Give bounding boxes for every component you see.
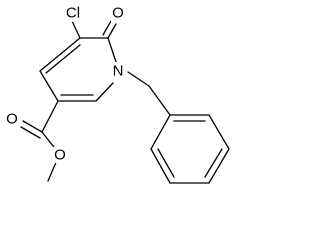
bond-n1-ch2: [127, 71, 150, 87]
bond-ph-5-double: [157, 148, 175, 178]
bond-ph-3: [208, 148, 230, 184]
phenyl-ring: [150, 114, 230, 184]
bond-c6-n1: [107, 37, 117, 63]
bond-c6-o-1: [107, 23, 117, 39]
bond-c4-c5-double: [45, 44, 81, 74]
bond-c5-cl: [71, 20, 81, 39]
chlorine-label: Cl: [66, 5, 80, 22]
bond-c3-c4: [39, 70, 59, 102]
bond-n1-c2: [95, 82, 114, 102]
bond-ester-c-o-double-1: [22, 120, 43, 133]
ester-ether-oxygen-label: O: [54, 147, 66, 164]
ester-carbonyl-oxygen-label: O: [6, 111, 18, 128]
bond-ph-2: [208, 114, 230, 150]
chemical-structure: Cl O N O O: [5, 4, 230, 184]
bond-ch2-phenyl: [148, 85, 171, 116]
bond-c3-ester-c: [41, 100, 59, 133]
bond-ph-5: [150, 148, 171, 184]
carbonyl-oxygen-label: O: [112, 5, 124, 22]
ring-nitrogen-label: N: [113, 63, 124, 80]
pyridone-ring: [39, 37, 117, 102]
bond-ph-6: [150, 114, 171, 150]
bond-c4-c5: [39, 37, 81, 72]
bond-ester-c-o-double-2: [20, 126, 41, 139]
bond-ph-3-double: [204, 148, 223, 178]
bond-c6-o-2: [102, 20, 112, 36]
atom-labels: Cl O N O O: [5, 4, 125, 164]
bond-o-methyl: [47, 159, 58, 182]
